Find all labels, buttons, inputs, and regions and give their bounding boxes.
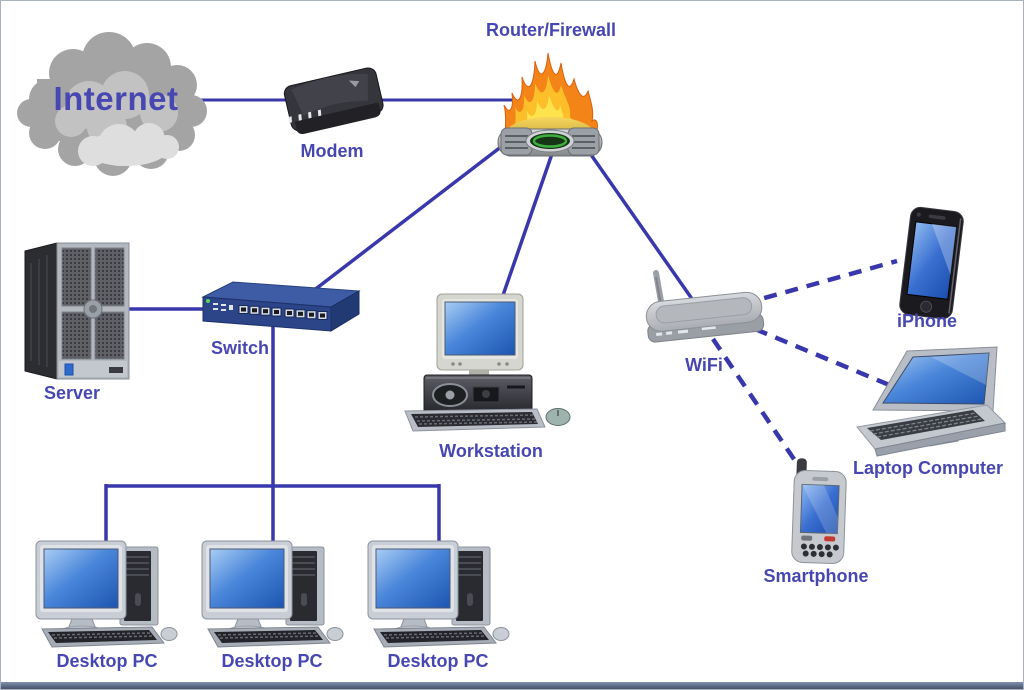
desktop-pc-icon-1 (35, 540, 178, 648)
edge-router-workstation-line (499, 150, 555, 302)
label-iphone: iPhone (896, 311, 957, 331)
edge-router-switch-line (311, 141, 508, 293)
desktop-pc-icon-3 (367, 540, 510, 648)
smartphone-icon (791, 458, 847, 565)
internet-cloud-icon (17, 32, 207, 176)
label-router-firewall: Router/Firewall (485, 20, 617, 40)
label-desktop-pc-1: Desktop PC (56, 651, 158, 671)
label-workstation: Workstation (439, 441, 543, 461)
desktop-pc-icon-2 (201, 540, 344, 648)
server-icon (24, 242, 130, 380)
edge-wifi-smartphone-dashed (711, 337, 804, 473)
iphone-icon (899, 206, 964, 320)
router-firewall-icon (497, 52, 603, 157)
edge-router-wifi-line (585, 147, 706, 318)
label-server: Server (43, 383, 101, 403)
label-modem: Modem (300, 141, 364, 161)
edge-wifi-iphone-dashed (742, 258, 898, 307)
label-smartphone: Smartphone (763, 566, 869, 586)
label-desktop-pc-2: Desktop PC (221, 651, 323, 671)
bottom-edge-bar (1, 682, 1023, 689)
wifi-router-icon (645, 270, 765, 343)
label-wifi: WiFi (685, 355, 723, 375)
modem-icon (283, 67, 384, 134)
laptop-icon (856, 346, 1007, 457)
label-switch: Switch (210, 338, 269, 358)
edge-wifi-laptop-dashed (754, 326, 900, 392)
switch-icon (201, 281, 361, 332)
label-desktop-pc-3: Desktop PC (387, 651, 489, 671)
label-internet: Internet (53, 80, 179, 117)
workstation-icon (404, 293, 571, 432)
edges (104, 98, 900, 551)
label-laptop: Laptop Computer (853, 458, 1003, 478)
